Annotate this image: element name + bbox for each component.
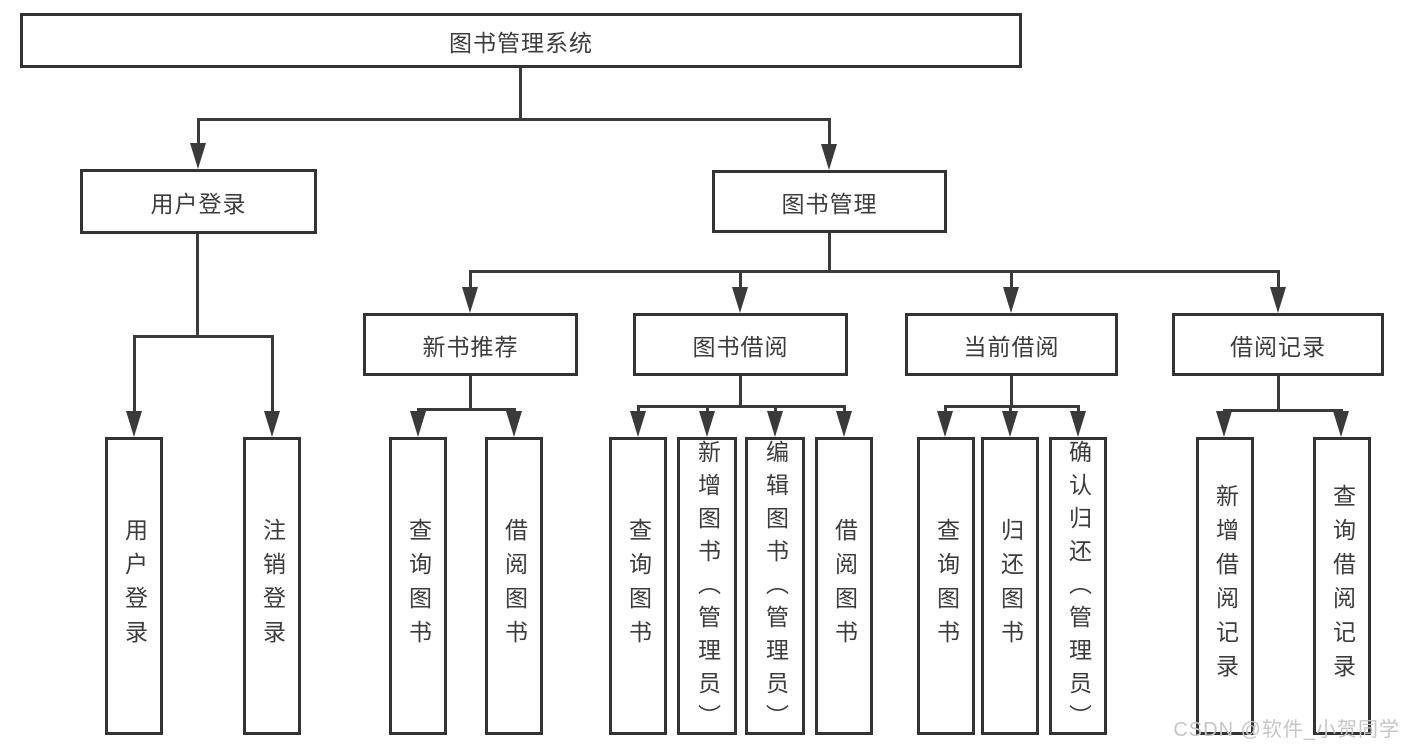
node-book-mgmt: 图书管理 xyxy=(712,170,947,233)
arrow-to-leaf-bb-edit xyxy=(767,411,783,437)
leaf-nbr-query-books: 查询图书 xyxy=(389,437,447,735)
edge-book-borrow-bus xyxy=(637,405,845,408)
edge-current-borrow-stem xyxy=(1010,376,1013,405)
leaf-cb-return-books: 归还图书 xyxy=(981,437,1039,735)
arrow-to-leaf-cb-confirm xyxy=(1070,411,1086,437)
arrow-to-leaf-bb-add xyxy=(699,411,715,437)
arrow-to-leaf-logout xyxy=(264,411,280,437)
arrow-to-user-login xyxy=(190,143,206,169)
arrow-to-new-book-rec xyxy=(462,287,478,313)
edge-to-leaf-logout-shaft xyxy=(271,335,274,413)
edge-to-leaf-cb-return-shaft xyxy=(1009,405,1012,414)
edge-borrow-record-bus xyxy=(1223,409,1342,412)
arrow-to-borrow-record xyxy=(1270,287,1286,313)
arrow-to-leaf-br-query xyxy=(1333,411,1349,437)
edge-to-leaf-bb-borrow-shaft xyxy=(843,405,846,414)
node-book-borrow: 图书借阅 xyxy=(633,313,848,376)
arrow-to-leaf-nbr-query xyxy=(410,411,426,437)
edge-to-book-mgmt-shaft xyxy=(828,118,831,146)
edge-to-leaf-bb-add-shaft xyxy=(706,405,709,414)
arrow-to-leaf-cb-return xyxy=(1002,411,1018,437)
arrow-to-leaf-nbr-borrow xyxy=(506,411,522,437)
edge-new-book-rec-stem xyxy=(469,376,472,408)
edge-root-stem xyxy=(519,68,522,118)
edge-to-leaf-bb-edit-shaft xyxy=(774,405,777,414)
edge-user-login-bus xyxy=(133,335,273,338)
edge-root-bus xyxy=(197,118,831,121)
leaf-cb-confirm-return-admin: 确认归还（管理员） xyxy=(1049,437,1107,737)
arrow-to-leaf-br-add xyxy=(1216,411,1232,437)
edge-borrow-record-stem xyxy=(1277,376,1280,409)
arrow-to-leaf-bb-borrow xyxy=(836,411,852,437)
edge-to-book-borrow-shaft xyxy=(739,270,742,289)
leaf-bb-add-books-admin: 新增图书（管理员） xyxy=(677,437,737,737)
edge-to-new-book-rec-shaft xyxy=(469,270,472,289)
leaf-cb-query-books: 查询图书 xyxy=(917,437,975,735)
node-user-login: 用户登录 xyxy=(80,169,317,234)
edge-book-mgmt-bus xyxy=(469,270,1279,273)
arrow-to-book-borrow xyxy=(732,287,748,313)
leaf-bb-edit-books-admin: 编辑图书（管理员） xyxy=(745,437,805,737)
edge-to-user-login-shaft xyxy=(197,118,200,145)
leaf-user-login: 用户登录 xyxy=(105,437,163,735)
leaf-br-add-record: 新增借阅记录 xyxy=(1196,437,1254,735)
arrow-to-book-mgmt xyxy=(821,144,837,170)
leaf-bb-query-books: 查询图书 xyxy=(609,437,667,735)
node-borrow-record: 借阅记录 xyxy=(1172,313,1384,376)
edge-book-mgmt-stem xyxy=(828,233,831,270)
edge-to-leaf-cb-query-shaft xyxy=(944,405,947,414)
leaf-bb-borrow-books: 借阅图书 xyxy=(815,437,873,735)
arrow-to-current-borrow xyxy=(1003,287,1019,313)
leaf-nbr-borrow-books: 借阅图书 xyxy=(485,437,543,735)
edge-to-leaf-cb-confirm-shaft xyxy=(1077,405,1080,414)
arrow-to-leaf-user-login xyxy=(126,411,142,437)
edge-to-leaf-user-login-shaft xyxy=(133,335,136,413)
edge-to-current-borrow-shaft xyxy=(1010,270,1013,289)
node-current-borrow: 当前借阅 xyxy=(905,313,1118,376)
edge-user-login-stem xyxy=(196,234,199,335)
edge-to-borrow-record-shaft xyxy=(1277,270,1280,289)
arrow-to-leaf-bb-query xyxy=(630,411,646,437)
leaf-br-query-record: 查询借阅记录 xyxy=(1313,437,1371,735)
node-new-book-rec: 新书推荐 xyxy=(363,313,578,376)
edge-book-borrow-stem xyxy=(739,376,742,405)
leaf-logout: 注销登录 xyxy=(243,437,301,735)
csdn-watermark: CSDN @软件_小贺同学 xyxy=(1173,719,1400,741)
edge-to-leaf-bb-query-shaft xyxy=(637,405,640,414)
edge-new-book-rec-bus xyxy=(417,408,515,411)
node-root: 图书管理系统 xyxy=(20,13,1022,68)
arrow-to-leaf-cb-query xyxy=(937,411,953,437)
